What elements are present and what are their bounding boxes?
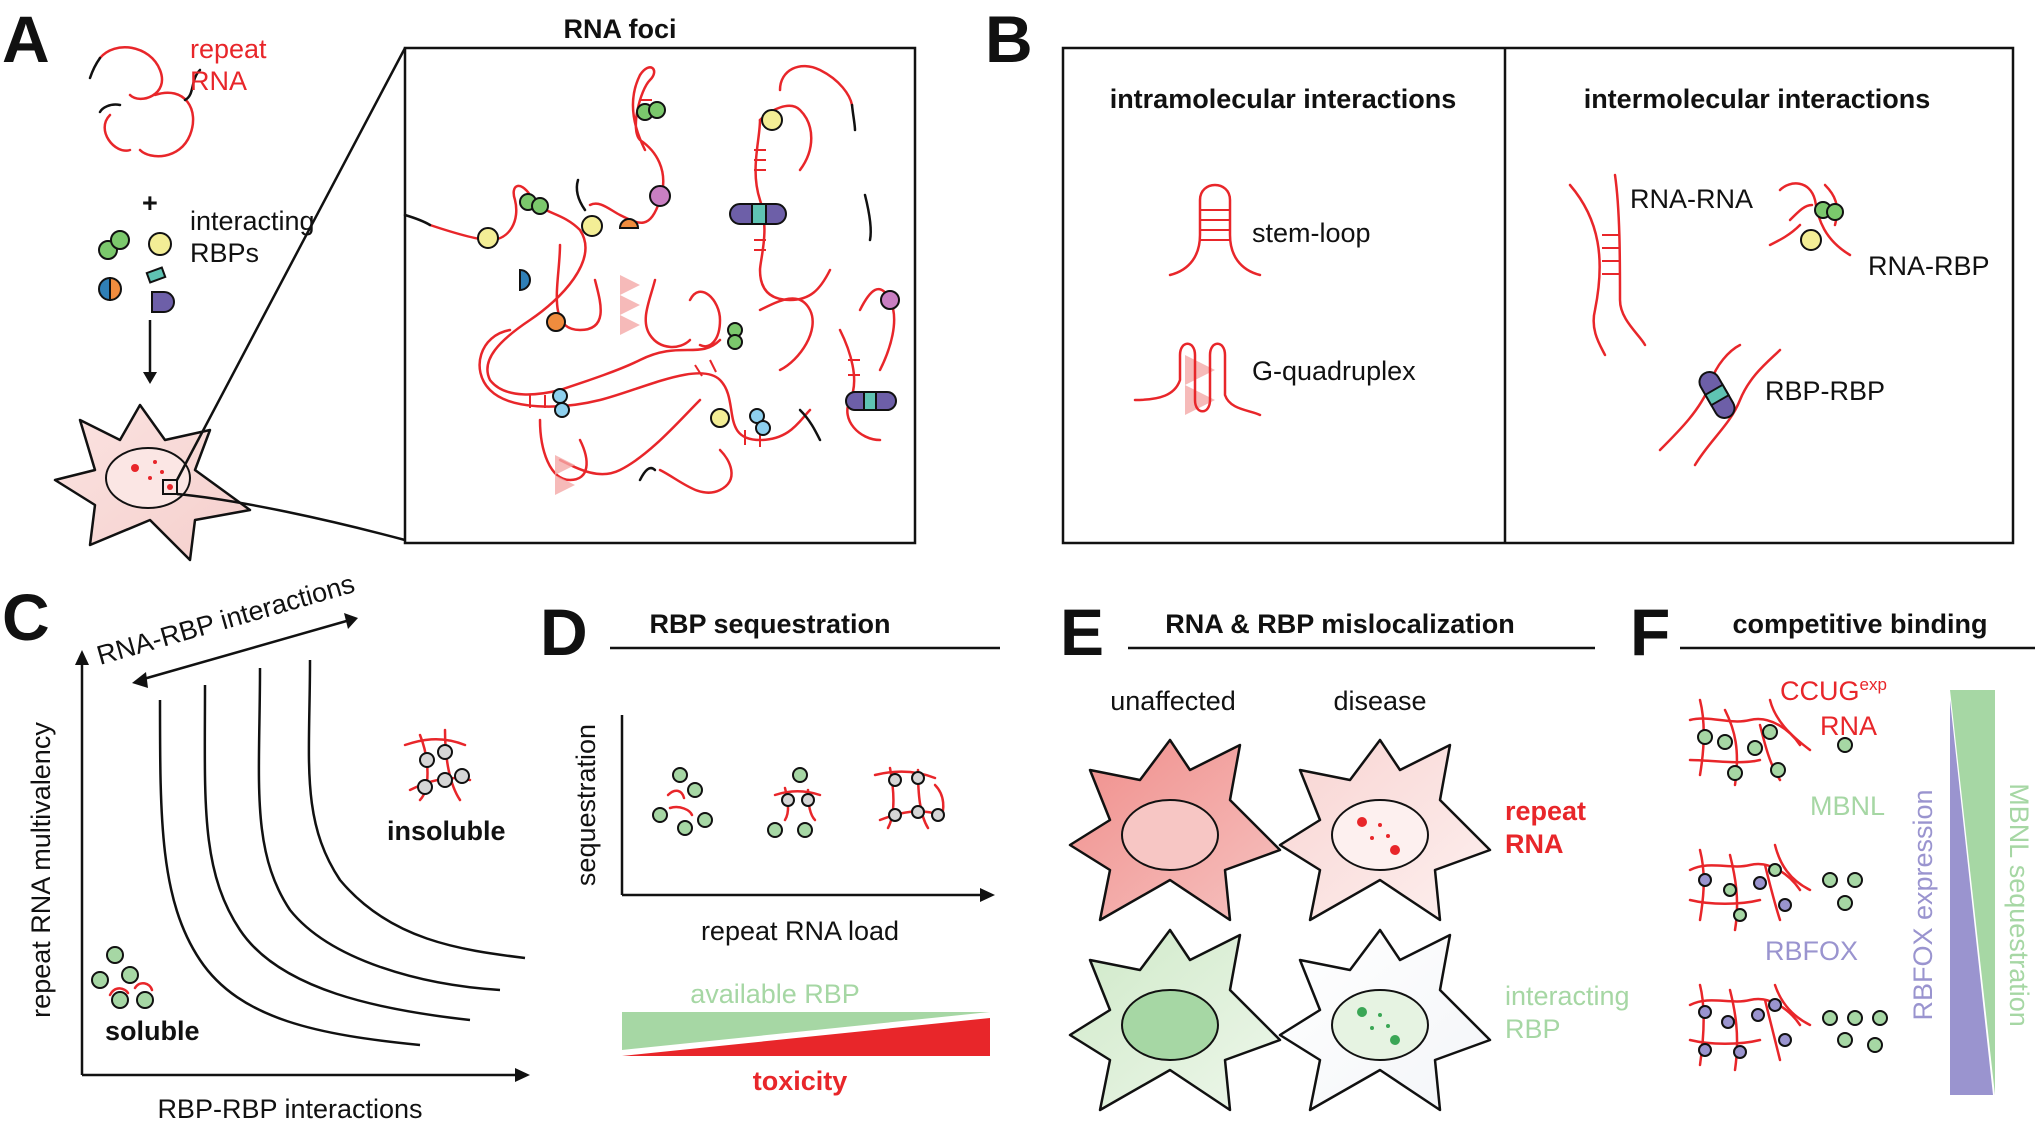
panel-label-d: D [540, 595, 588, 669]
toxicity-wedge [622, 1018, 990, 1056]
rna-rna-label: RNA-RNA [1630, 184, 1753, 214]
rna-foci-network [403, 64, 900, 495]
soluble-icon [91, 946, 154, 1009]
disease-label: disease [1333, 686, 1426, 716]
panel-d-y-label: sequestration [571, 724, 601, 886]
cell-disease-rna [1278, 738, 1492, 922]
insoluble-label: insoluble [387, 816, 506, 846]
complex-rbfox-high [1688, 983, 1888, 1072]
rna-rbp-icon [1768, 182, 1852, 257]
panel-b-box [1061, 46, 2015, 545]
sequestration-stage-2 [767, 767, 822, 838]
panel-label-e: E [1060, 595, 1104, 669]
mbnl-sequestration-label: MBNL sequestration [2004, 783, 2034, 1027]
insoluble-icon [403, 728, 472, 802]
panel-c-top-axis [132, 613, 358, 688]
rna-foci-title: RNA foci [564, 14, 677, 44]
available-rbp-label: available RBP [690, 979, 860, 1009]
panel-label-b: B [985, 2, 1033, 76]
rbp-icons [98, 230, 175, 313]
panel-label-c: C [2, 580, 50, 654]
y-axis-label: repeat RNA multivalency [26, 722, 56, 1018]
panel-a: repeat RNA + interacting RBPs [53, 14, 917, 562]
stem-loop-label: stem-loop [1252, 218, 1371, 248]
phase-boundaries [158, 659, 526, 1047]
panel-label-a: A [2, 2, 50, 76]
rbp-rbp-label: RBP-RBP [1765, 376, 1885, 406]
neuron-cell [53, 403, 252, 562]
repeat-rna-label-2: RNA [190, 66, 247, 96]
rbfox-label: RBFOX [1765, 936, 1858, 966]
rna-rna-icon [1568, 173, 1647, 357]
zoom-line-top [175, 47, 407, 481]
mbnl-sequestration-wedge [1950, 690, 1995, 1095]
intramolecular-title: intramolecular interactions [1110, 84, 1457, 114]
panel-c: RNA-RBP interactions repeat RNA multival… [26, 568, 530, 1124]
panel-f-title: competitive binding [1732, 609, 1987, 639]
plus-sign: + [142, 188, 158, 218]
sequestration-stage-1 [652, 767, 713, 836]
rna-rbp-label: RNA-RBP [1868, 251, 1990, 281]
panel-f: competitive binding CCUGexp RNA MBNL [1680, 609, 2035, 1095]
panel-b: intramolecular interactions intermolecul… [1061, 46, 2015, 545]
x-axis-label: RBP-RBP interactions [157, 1094, 422, 1124]
g-quadruplex-icon [1133, 342, 1262, 417]
ccug-rna-label: RNA [1820, 711, 1877, 741]
rbp-rbp-icon [1658, 343, 1782, 467]
zoom-line-bottom [176, 492, 406, 542]
ccug-label: CCUGexp [1780, 675, 1887, 706]
interacting-rbp-label-1: interacting [1505, 981, 1630, 1011]
panel-e: RNA & RBP mislocalization unaffected dis… [1068, 609, 1630, 1112]
complex-rbfox [1688, 843, 1863, 932]
rbfox-expression-wedge [1950, 700, 1993, 1095]
soluble-label: soluble [105, 1016, 200, 1046]
mbnl-label: MBNL [1810, 791, 1885, 821]
g-quadruplex-label: G-quadruplex [1252, 356, 1416, 386]
repeat-rna-icon [88, 46, 202, 158]
repeat-rna-label-1: repeat [190, 34, 267, 64]
interacting-label-1: interacting [190, 206, 315, 236]
cell-unaffected-rbp [1068, 928, 1282, 1112]
cell-unaffected-rna [1068, 738, 1282, 922]
stem-loop-icon [1168, 183, 1262, 277]
toxicity-label: toxicity [753, 1066, 848, 1096]
unaffected-label: unaffected [1110, 686, 1236, 716]
panel-d-title: RBP sequestration [649, 609, 890, 639]
available-rbp-wedge [622, 1012, 990, 1050]
repeat-rna-label-e-1: repeat [1505, 796, 1586, 826]
panel-d-x-label: repeat RNA load [701, 916, 899, 946]
intermolecular-title: intermolecular interactions [1584, 84, 1931, 114]
complex-mbnl [1688, 698, 1853, 787]
rbfox-expression-label: RBFOX expression [1908, 789, 1938, 1020]
rna-foci-box [403, 46, 917, 545]
cell-disease-rbp [1278, 928, 1492, 1112]
panel-e-title: RNA & RBP mislocalization [1165, 609, 1515, 639]
repeat-rna-label-e-2: RNA [1505, 829, 1564, 859]
panel-label-f: F [1630, 595, 1670, 669]
panel-d: RBP sequestration sequestration repeat R… [571, 609, 1000, 1096]
interacting-rbp-label-2: RBP [1505, 1014, 1561, 1044]
interacting-label-2: RBPs [190, 238, 259, 268]
sequestration-stage-3 [873, 766, 945, 830]
